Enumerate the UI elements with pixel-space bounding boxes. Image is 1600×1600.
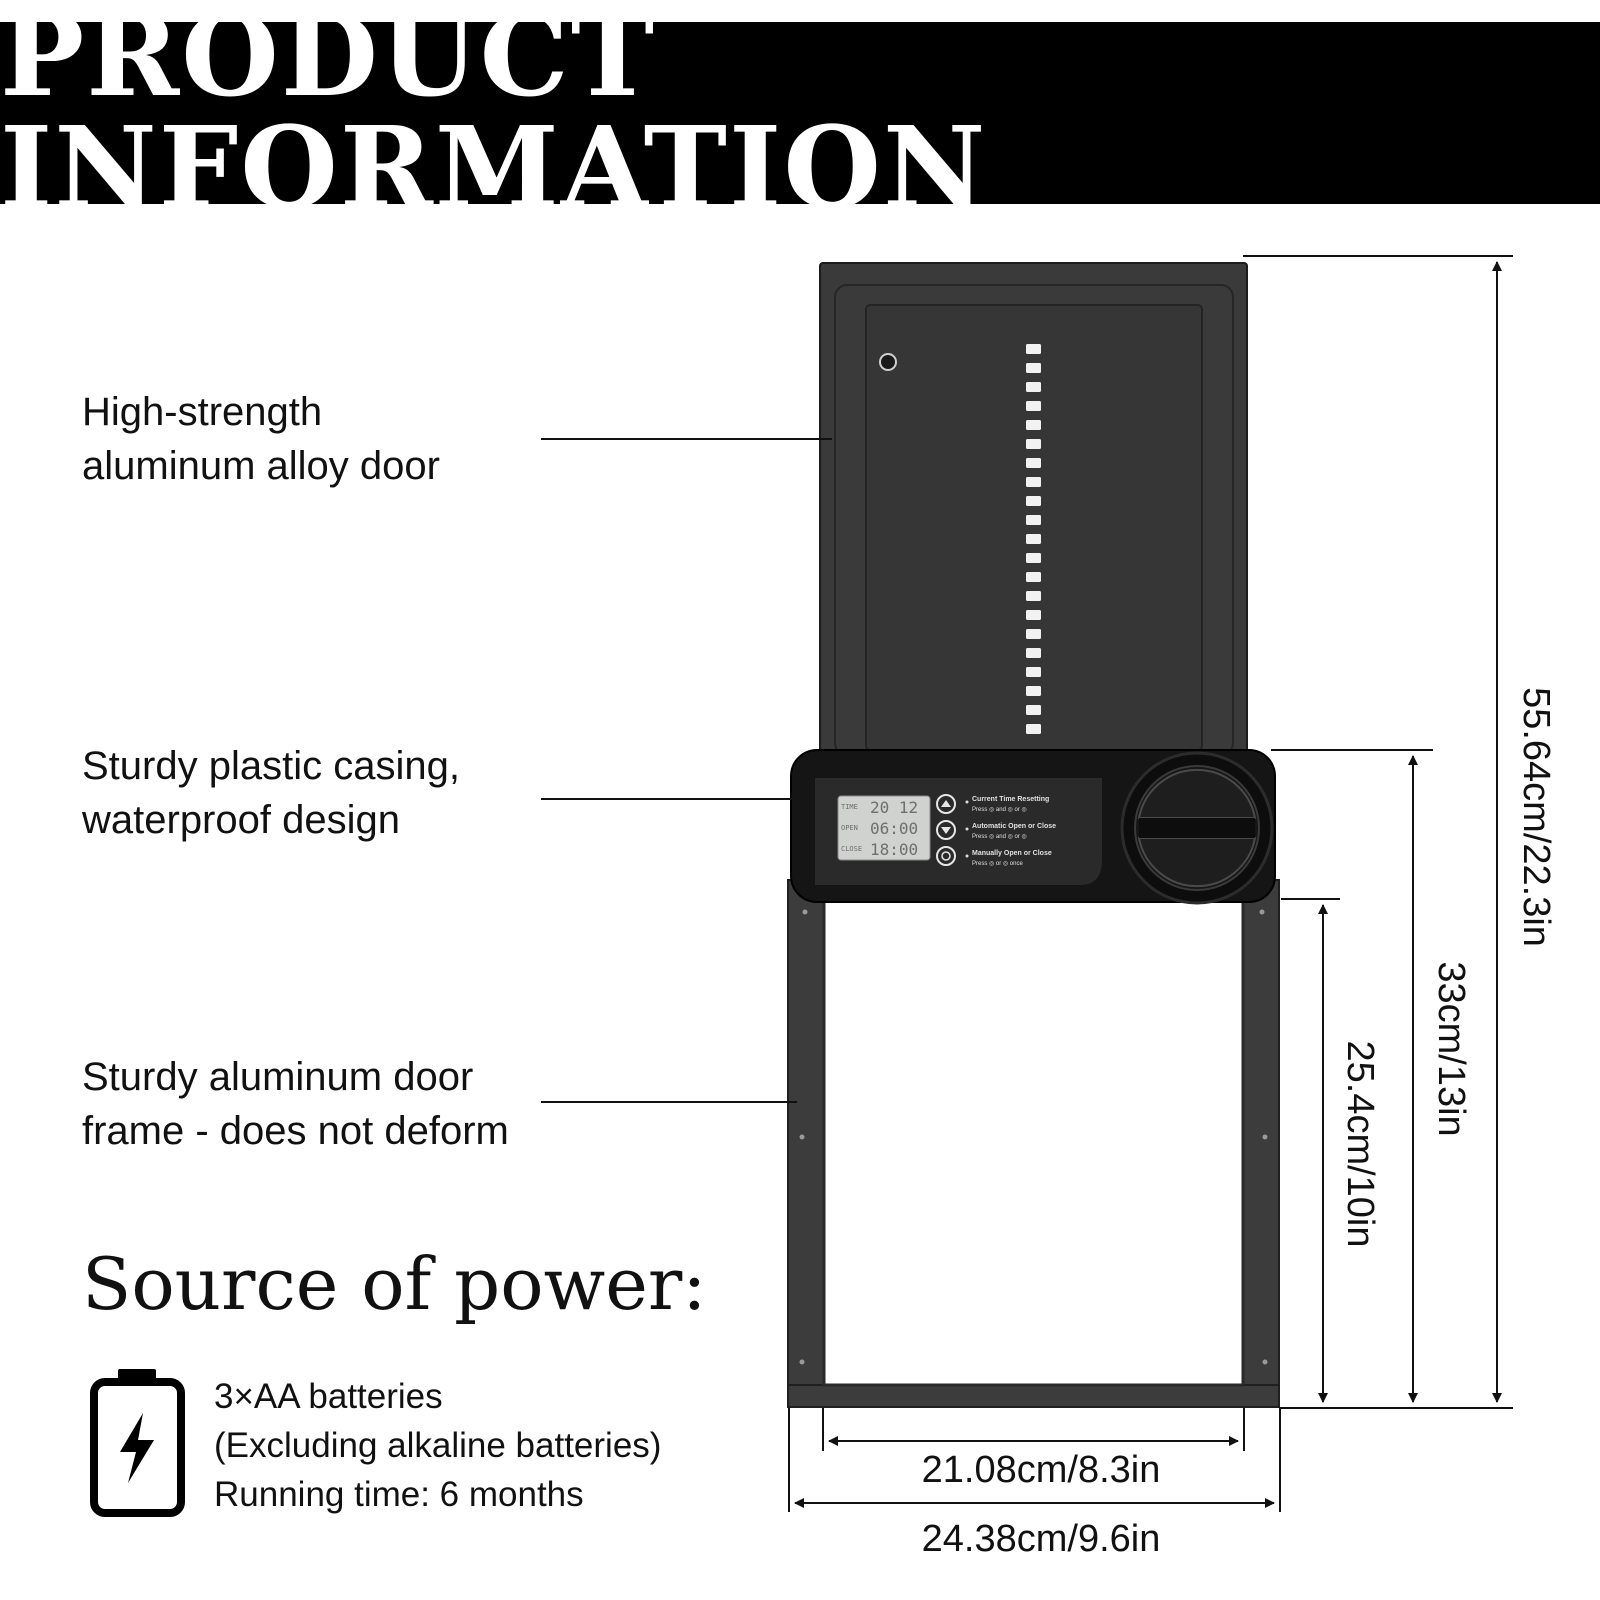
callout-door: High-strength aluminum alloy door — [82, 385, 440, 493]
door-slot — [1026, 382, 1041, 392]
door-slot — [1026, 705, 1041, 715]
running-time: Running time: 6 months — [214, 1475, 584, 1514]
opening-height-label: 25.4cm/10in — [1339, 1040, 1381, 1248]
door-slot — [1026, 534, 1041, 544]
dimension-lines — [788, 255, 1513, 1512]
power-source-heading: Source of power: — [82, 1242, 707, 1326]
lcd-row2-label: OPEN — [841, 824, 858, 832]
control-item3-title: Manually Open or Close — [972, 850, 1052, 857]
door-slot — [1026, 610, 1041, 620]
callout-casing-line1: Sturdy plastic casing, — [82, 744, 460, 788]
door-slot — [1026, 553, 1041, 563]
door-screw-icon — [879, 353, 897, 371]
battery-type: 3×AA batteries — [214, 1377, 443, 1416]
opening-width-label: 21.08cm/8.3in — [921, 1449, 1161, 1491]
up-arrow-icon[interactable] — [936, 794, 956, 814]
lcd-row3-label: CLOSE — [841, 845, 862, 853]
door-slot — [1026, 591, 1041, 601]
lcd-row3-value: 18:00 — [870, 840, 918, 859]
door-slot — [1026, 724, 1041, 734]
control-item2-title: Automatic Open or Close — [972, 823, 1056, 830]
door-slot — [1026, 572, 1041, 582]
total-height-label: 55.64cm/22.3in — [1515, 687, 1557, 947]
door-slot — [1026, 344, 1041, 354]
door-panel — [819, 262, 1248, 764]
lcd-row1-value: 20 12 — [870, 798, 918, 817]
control-item2-hint: Press ◎ and ◎ or ◎ — [972, 834, 1027, 840]
callout-door-line2: aluminum alloy door — [82, 444, 440, 488]
battery-charging-icon — [90, 1369, 185, 1517]
control-item3-hint: Press ◎ or ◎ once — [972, 861, 1023, 867]
page-title: PRODUCT INFORMATION — [0, 0, 988, 234]
door-slot — [1026, 515, 1041, 525]
battery-note: (Excluding alkaline batteries) — [214, 1426, 662, 1465]
door-slot — [1026, 629, 1041, 639]
frame-height-label: 33cm/13in — [1430, 961, 1472, 1137]
callout-frame: Sturdy aluminum door frame - does not de… — [82, 1050, 509, 1158]
callout-leader-lines — [541, 438, 832, 1103]
callout-casing: Sturdy plastic casing, waterproof design — [82, 739, 460, 847]
down-arrow-icon[interactable] — [936, 820, 956, 840]
callout-frame-line2: frame - does not deform — [82, 1109, 509, 1153]
door-slot — [1026, 439, 1041, 449]
power-source-details: 3×AA batteries (Excluding alkaline batte… — [214, 1372, 661, 1519]
knob-icon[interactable] — [1120, 751, 1274, 905]
control-item1-title: Current Time Resetting — [972, 796, 1049, 803]
door-slot — [1026, 458, 1041, 468]
door-slot — [1026, 401, 1041, 411]
door-slot — [1026, 496, 1041, 506]
door-slot-column — [1026, 344, 1041, 734]
control-item1-hint: Press ◎ and ◎ or ◎ — [972, 807, 1027, 813]
callout-frame-line1: Sturdy aluminum door — [82, 1055, 474, 1099]
total-width-label: 24.38cm/9.6in — [921, 1518, 1161, 1560]
lcd-row1-label: TIME — [841, 803, 858, 811]
callout-casing-line2: waterproof design — [82, 798, 400, 842]
door-slot — [1026, 686, 1041, 696]
lcd-row2-value: 06:00 — [870, 819, 918, 838]
door-slot — [1026, 420, 1041, 430]
door-slot — [1026, 648, 1041, 658]
callout-door-line1: High-strength — [82, 390, 323, 434]
lcd-screen — [837, 795, 931, 861]
control-casing: TIME 20 12 OPEN 06:00 CLOSE 18:00 Curren… — [790, 749, 1276, 905]
door-slot — [1026, 667, 1041, 677]
title-banner: PRODUCT INFORMATION — [0, 1, 1600, 225]
door-frame — [787, 878, 1280, 1408]
gear-icon[interactable] — [936, 846, 956, 866]
door-slot — [1026, 363, 1041, 373]
door-slot — [1026, 477, 1041, 487]
